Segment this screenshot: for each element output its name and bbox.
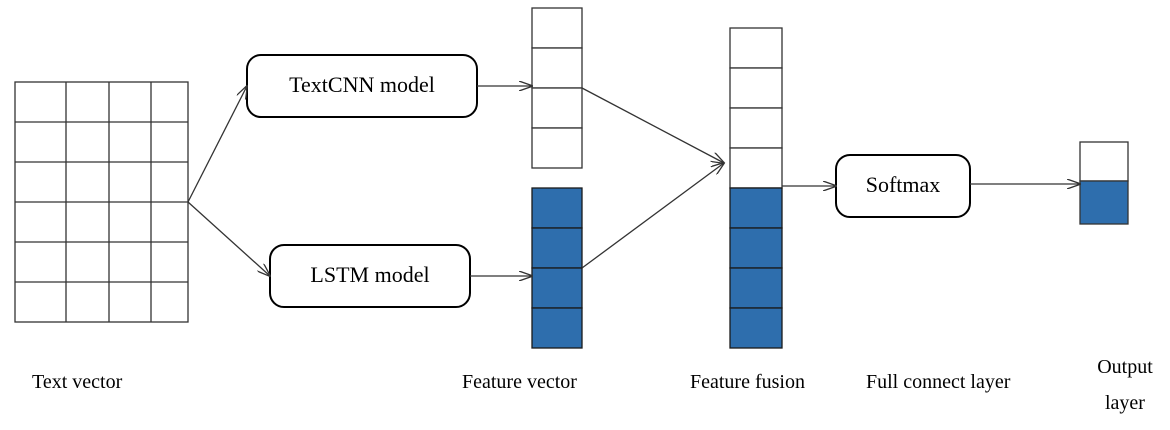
output-layer-vector — [1079, 141, 1129, 225]
fused-vector-white-part — [729, 27, 783, 189]
text-vector-grid — [14, 81, 189, 323]
fused-vector-blue-part — [729, 187, 783, 349]
feature-vector-caption: Feature vector — [462, 371, 577, 393]
output-layer-caption-line2: layer — [1105, 392, 1145, 414]
text-vector-caption: Text vector — [32, 371, 123, 393]
cnn-feature-vector — [531, 7, 583, 169]
feature-fusion-caption: Feature fusion — [690, 371, 805, 393]
textcnn-model-label: TextCNN model — [289, 72, 435, 97]
lstm-feature-vector — [531, 187, 583, 349]
arrow-cnnvec-to-fusion — [581, 87, 724, 163]
lstm-model-label: LSTM model — [310, 262, 430, 287]
softmax-label: Softmax — [865, 172, 941, 197]
arrow-text-to-textcnn — [187, 86, 247, 203]
arrow-lstmvec-to-fusion — [581, 163, 724, 269]
arrow-text-to-lstm — [187, 201, 270, 276]
output-layer-caption-line1: Output — [1097, 356, 1153, 378]
full-connect-layer-caption: Full connect layer — [866, 371, 1011, 393]
